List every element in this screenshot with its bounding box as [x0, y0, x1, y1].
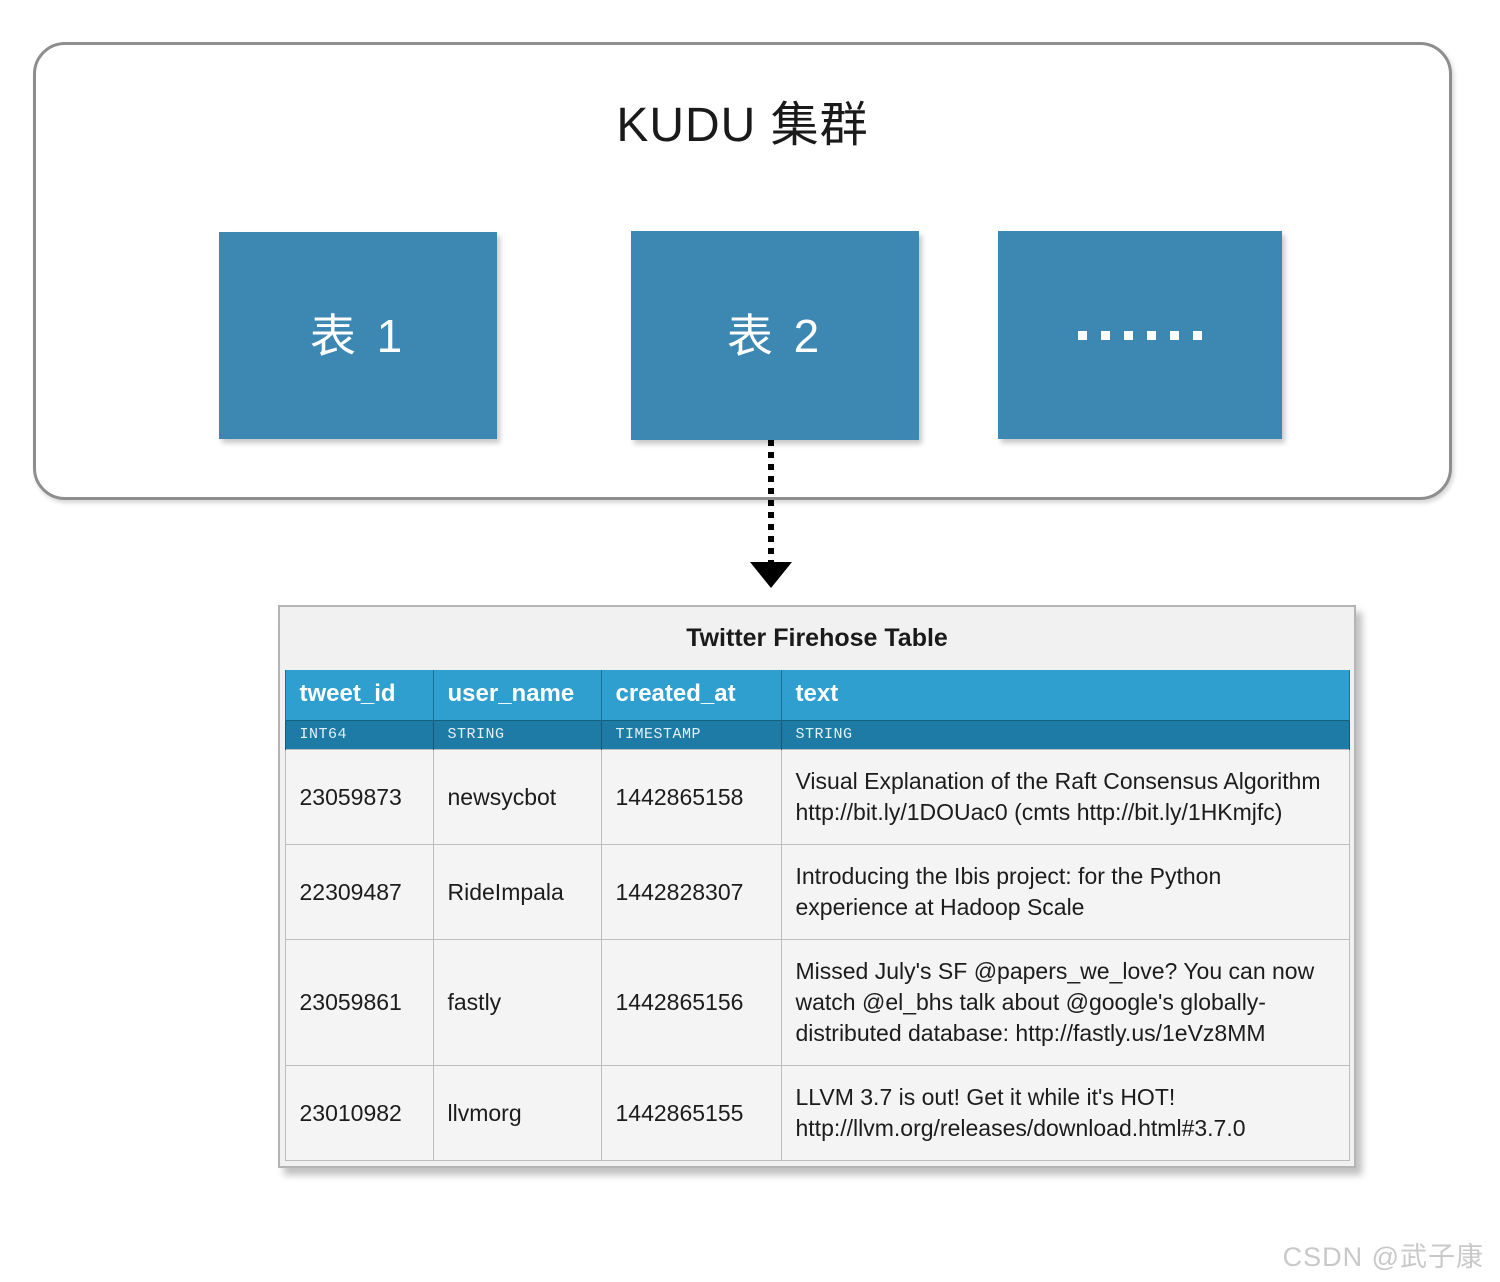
column-type-tweet-id: INT64 — [284, 720, 434, 750]
column-header-user-name[interactable]: user_name — [432, 670, 602, 721]
cell-text: Visual Explanation of the Raft Consensus… — [780, 748, 1350, 846]
kudu-table-box-1-label: 表 1 — [309, 309, 407, 362]
table-row: 23059861 fastly 1442865156 Missed July's… — [284, 939, 1350, 1067]
table-row: 23010982 llvmorg 1442865155 LLVM 3.7 is … — [284, 1065, 1350, 1162]
column-type-row: INT64 STRING TIMESTAMP STRING — [284, 720, 1350, 750]
column-type-text: STRING — [780, 720, 1350, 750]
cell-tweet-id: 23010982 — [284, 1065, 434, 1162]
cell-tweet-id: 23059861 — [284, 939, 434, 1067]
twitter-firehose-table: Twitter Firehose Table tweet_id user_nam… — [278, 605, 1356, 1169]
column-header-text[interactable]: text — [780, 670, 1350, 721]
cell-user-name: RideImpala — [432, 844, 602, 941]
dotted-arrow-connector — [750, 440, 792, 588]
cell-text: Introducing the Ibis project: for the Py… — [780, 844, 1350, 941]
column-header-tweet-id[interactable]: tweet_id — [284, 670, 434, 721]
kudu-table-box-2[interactable]: 表 2 — [631, 231, 919, 440]
cell-created-at: 1442828307 — [600, 844, 782, 941]
column-type-user-name: STRING — [432, 720, 602, 750]
firehose-table-title: Twitter Firehose Table — [280, 607, 1354, 670]
cell-tweet-id: 23059873 — [284, 748, 434, 846]
cell-created-at: 1442865156 — [600, 939, 782, 1067]
table-row: 23059873 newsycbot 1442865158 Visual Exp… — [284, 748, 1350, 846]
table-row: 22309487 RideImpala 1442828307 Introduci… — [284, 844, 1350, 941]
column-header-row: tweet_id user_name created_at text — [284, 670, 1350, 721]
kudu-table-box-2-label: 表 2 — [726, 309, 824, 362]
kudu-table-box-more[interactable] — [998, 231, 1282, 439]
cell-created-at: 1442865155 — [600, 1065, 782, 1162]
cluster-title: KUDU 集群 — [616, 99, 869, 152]
cell-created-at: 1442865158 — [600, 748, 782, 846]
kudu-table-box-1[interactable]: 表 1 — [219, 232, 497, 439]
arrowhead-down-icon — [750, 562, 792, 588]
cell-text: Missed July's SF @papers_we_love? You ca… — [780, 939, 1350, 1067]
csdn-watermark: CSDN @武子康 — [1282, 1242, 1484, 1272]
column-header-created-at[interactable]: created_at — [600, 670, 782, 721]
connector-dotted-line — [768, 440, 774, 568]
cell-user-name: newsycbot — [432, 748, 602, 846]
firehose-grid: tweet_id user_name created_at text INT64… — [284, 670, 1350, 1162]
cell-user-name: fastly — [432, 939, 602, 1067]
cell-user-name: llvmorg — [432, 1065, 602, 1162]
cell-tweet-id: 22309487 — [284, 844, 434, 941]
cell-text: LLVM 3.7 is out! Get it while it's HOT! … — [780, 1065, 1350, 1162]
column-type-created-at: TIMESTAMP — [600, 720, 782, 750]
ellipsis-dots-icon — [1078, 330, 1202, 340]
